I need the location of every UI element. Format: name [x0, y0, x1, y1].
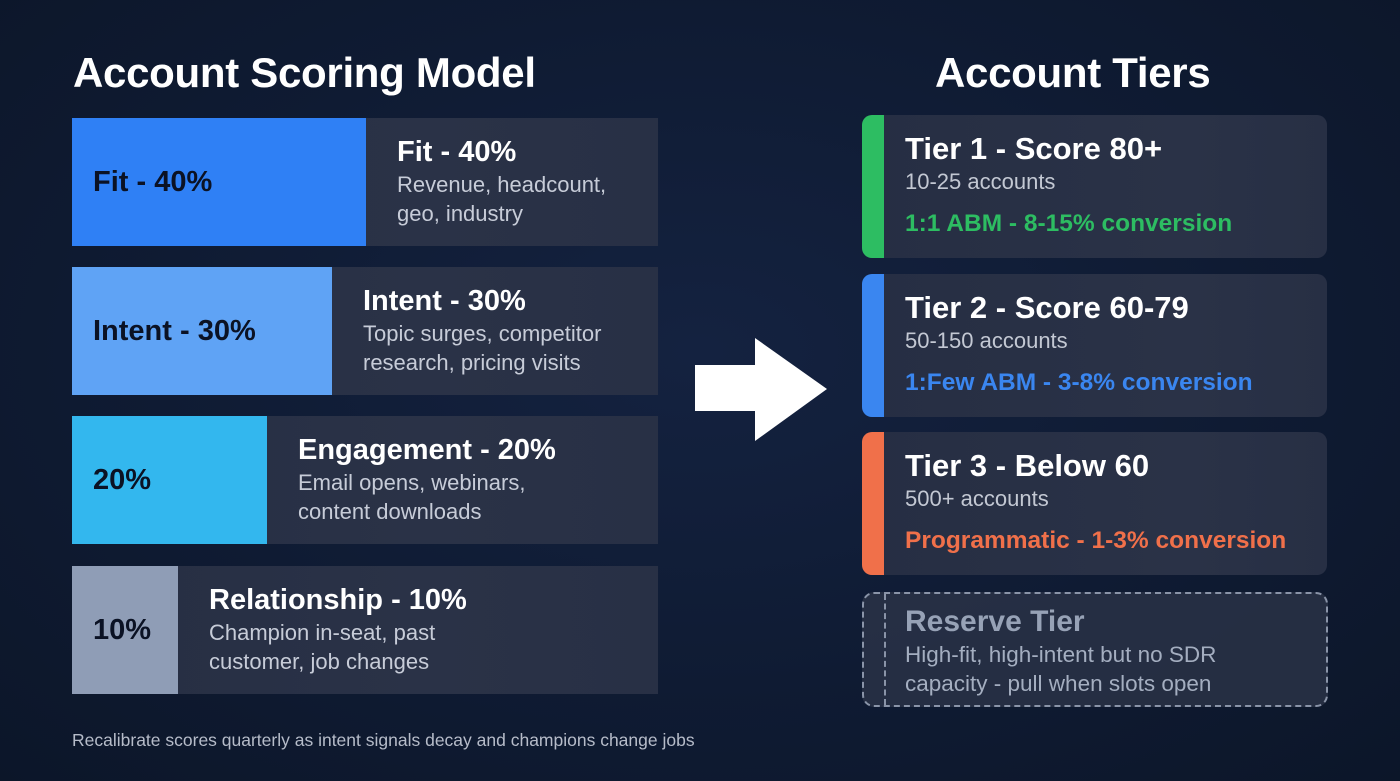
- score-card-desc-line1: Revenue, headcount,: [397, 172, 607, 197]
- tier-title: Tier 3 - Below 60: [905, 448, 1150, 483]
- right-arrow-icon: [695, 338, 827, 441]
- reserve-divider: [884, 594, 886, 705]
- score-info: Relationship - 10% Champion in-seat, pas…: [178, 566, 467, 694]
- score-card-desc-line2: customer, job changes: [209, 649, 430, 674]
- score-card-desc-line1: Champion in-seat, past: [209, 620, 436, 645]
- tier-title: Tier 2 - Score 60-79: [905, 290, 1189, 325]
- weight-bar-label: 10%: [93, 613, 152, 646]
- tier-accent-bar: [862, 274, 884, 417]
- tier-conversion: Programmatic - 1-3% conversion: [905, 527, 1287, 554]
- tier-accounts: 10-25 accounts: [905, 169, 1056, 194]
- reserve-content: Reserve Tier High-fit, high-intent but n…: [905, 604, 1216, 698]
- tier-card-1: Tier 1 - Score 80+ 10-25 accounts 1:1 AB…: [862, 115, 1327, 258]
- score-card-desc-line2: content downloads: [298, 499, 482, 524]
- scoring-model-title: Account Scoring Model: [73, 49, 536, 96]
- tier-card-2: Tier 2 - Score 60-79 50-150 accounts 1:F…: [862, 274, 1327, 417]
- score-info: Engagement - 20% Email opens, webinars, …: [267, 416, 556, 544]
- score-card-engagement: 20% Engagement - 20% Email opens, webina…: [72, 416, 658, 544]
- reserve-desc-line2: capacity - pull when slots open: [905, 671, 1212, 696]
- tier-accent-bar: [862, 432, 884, 575]
- score-card-desc-line2: geo, industry: [397, 201, 523, 226]
- tier-conversion: 1:Few ABM - 3-8% conversion: [905, 369, 1253, 396]
- score-card-title: Intent - 30%: [363, 285, 526, 317]
- account-tiers-title: Account Tiers: [935, 49, 1211, 96]
- tier-content: Tier 2 - Score 60-79 50-150 accounts 1:F…: [905, 290, 1253, 398]
- tier-card-3: Tier 3 - Below 60 500+ accounts Programm…: [862, 432, 1327, 575]
- weight-bar-fit: Fit - 40%: [72, 118, 366, 246]
- tier-title: Tier 1 - Score 80+: [905, 131, 1163, 166]
- weight-bar-label: Fit - 40%: [93, 165, 213, 198]
- score-info: Intent - 30% Topic surges, competitor re…: [332, 267, 601, 395]
- score-card-fit: Fit - 40% Fit - 40% Revenue, headcount, …: [72, 118, 658, 246]
- footnote: Recalibrate scores quarterly as intent s…: [72, 730, 695, 750]
- score-card-desc-line1: Email opens, webinars,: [298, 470, 526, 495]
- score-card-desc-line1: Topic surges, competitor: [363, 321, 602, 346]
- reserve-tier-title: Reserve Tier: [905, 605, 1085, 638]
- reserve-tier-card: Reserve Tier High-fit, high-intent but n…: [862, 592, 1328, 707]
- tier-content: Tier 1 - Score 80+ 10-25 accounts 1:1 AB…: [905, 131, 1232, 239]
- tier-accounts: 50-150 accounts: [905, 328, 1068, 353]
- reserve-desc-line1: High-fit, high-intent but no SDR: [905, 642, 1217, 667]
- weight-bar-relationship: 10%: [72, 566, 178, 694]
- score-card-relationship: 10% Relationship - 10% Champion in-seat,…: [72, 566, 658, 694]
- tier-accounts: 500+ accounts: [905, 486, 1049, 511]
- tier-accent-bar: [862, 115, 884, 258]
- weight-bar-label: 20%: [93, 463, 152, 496]
- score-info: Fit - 40% Revenue, headcount, geo, indus…: [366, 118, 606, 246]
- score-card-title: Engagement - 20%: [298, 434, 556, 466]
- weight-bar-label: Intent - 30%: [93, 314, 256, 347]
- tier-content: Tier 3 - Below 60 500+ accounts Programm…: [905, 448, 1286, 556]
- weight-bar-engagement: 20%: [72, 416, 267, 544]
- weight-bar-intent: Intent - 30%: [72, 267, 332, 395]
- score-card-title: Fit - 40%: [397, 136, 517, 168]
- score-card-intent: Intent - 30% Intent - 30% Topic surges, …: [72, 267, 658, 395]
- score-card-desc-line2: research, pricing visits: [363, 350, 581, 375]
- tier-conversion: 1:1 ABM - 8-15% conversion: [905, 210, 1233, 237]
- score-card-title: Relationship - 10%: [209, 584, 467, 616]
